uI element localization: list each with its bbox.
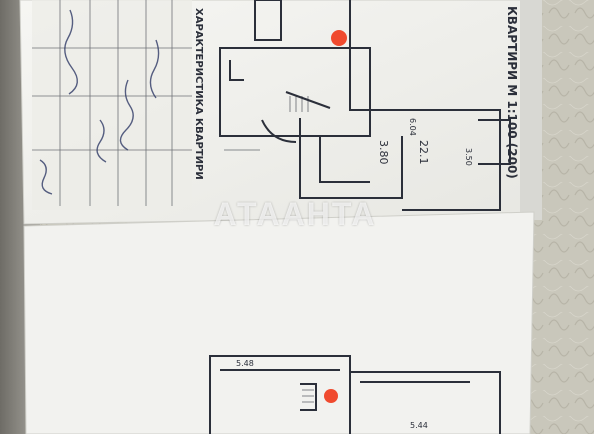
plan-title: КВАРТИРИ М 1:100 (200) <box>505 6 519 179</box>
lower-sheet <box>23 211 535 434</box>
red-marker-lower <box>324 389 338 403</box>
upper-sheet <box>19 0 542 225</box>
room-label-d: 3.50 <box>464 148 473 166</box>
room-label-f: 5.44 <box>410 421 428 430</box>
room-label-a: 3.80 <box>377 140 390 165</box>
room-label-e: 5.48 <box>236 359 254 368</box>
watermark: АТААНТА <box>213 196 377 232</box>
room-label-b: 22.1 <box>417 140 430 165</box>
table-title: ХАРАКТЕРИСТИКА КВАРТИРИ <box>193 8 204 180</box>
room-label-c: 6.04 <box>408 118 417 136</box>
red-marker <box>331 30 347 46</box>
